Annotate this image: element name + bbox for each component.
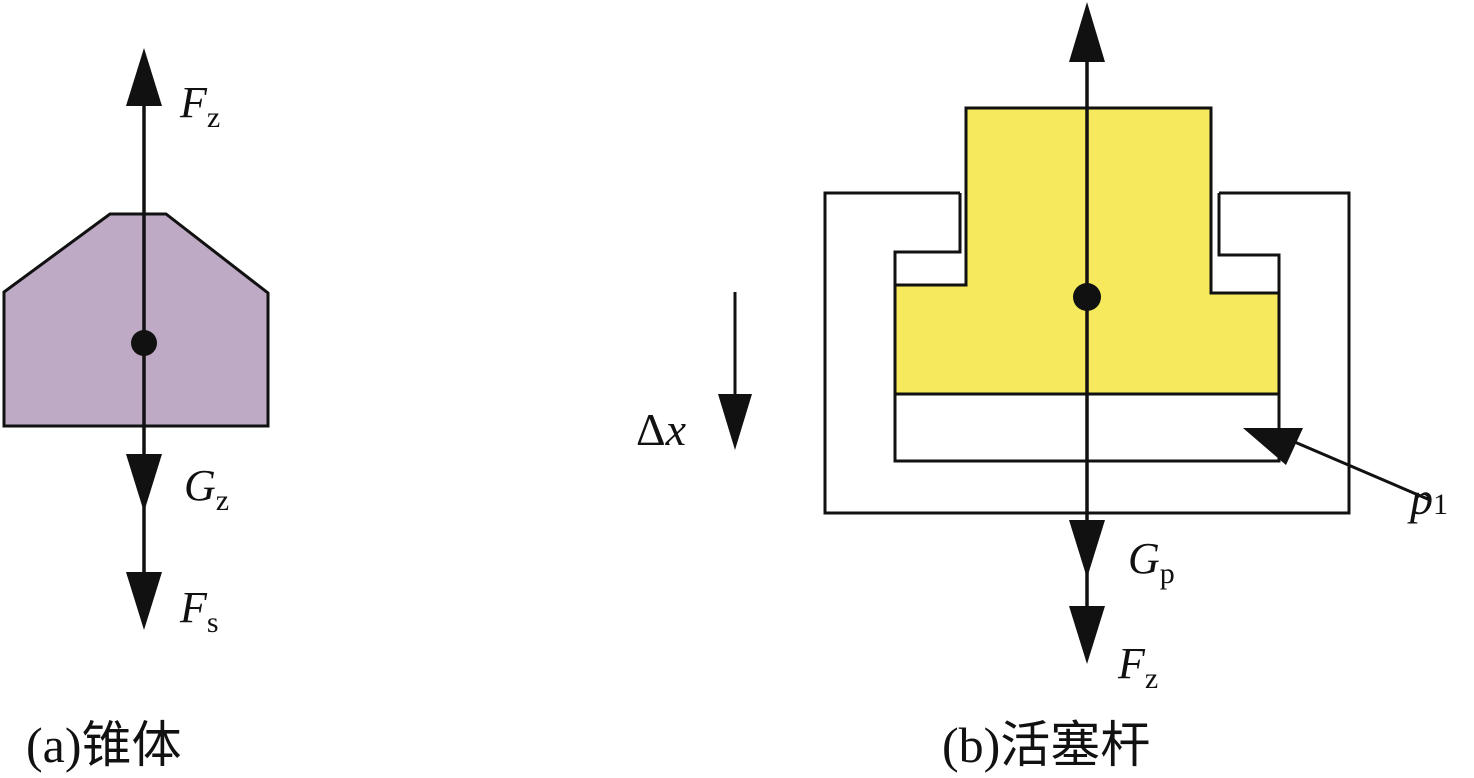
panel-b-piston: Δx p1 Gp Fz (b)活塞杆 xyxy=(636,2,1448,773)
piston-fz-label: Fz xyxy=(1117,639,1158,695)
panel-a-cone: Fz Gz Fs (a)锥体 xyxy=(2,48,270,773)
dx-arrowhead xyxy=(718,394,752,450)
cone-fs-label: Fs xyxy=(179,583,219,639)
piston-gp-arrowhead xyxy=(1069,520,1105,578)
caption-b: (b)活塞杆 xyxy=(942,717,1150,773)
cone-body xyxy=(2,212,270,428)
p1-pointer-arrowhead xyxy=(1243,428,1303,465)
gp-label: Gp xyxy=(1128,534,1175,590)
piston-up-arrowhead xyxy=(1069,2,1105,62)
cone-fz-label: Fz xyxy=(179,78,220,134)
cone-fs-arrowhead xyxy=(126,572,162,630)
dx-label: Δx xyxy=(636,404,687,455)
p1-label: p1 xyxy=(1407,473,1448,524)
piston-fz-arrowhead xyxy=(1069,606,1105,664)
piston-centroid xyxy=(1073,283,1101,311)
cone-centroid xyxy=(131,330,157,356)
cone-fz-arrowhead xyxy=(126,48,162,106)
caption-a: (a)锥体 xyxy=(26,717,182,773)
cone-gz-label: Gz xyxy=(184,461,229,517)
cone-gz-arrowhead xyxy=(126,454,162,512)
p1-pointer-line xyxy=(1289,438,1431,502)
